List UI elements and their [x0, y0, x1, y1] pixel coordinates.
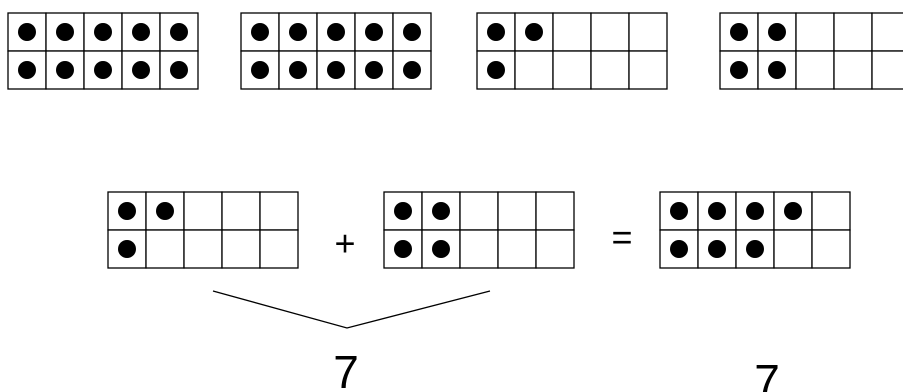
ten-frame-frame-3	[476, 12, 668, 90]
counter-dot	[289, 61, 307, 79]
counter-dot	[432, 240, 450, 258]
frame-cell	[259, 191, 299, 231]
frame-cell	[795, 50, 835, 90]
frame-cell	[221, 229, 261, 269]
counter-dot	[251, 61, 269, 79]
counter-dot	[730, 23, 748, 41]
frame-cell	[183, 229, 223, 269]
counter-dot	[18, 23, 36, 41]
frame-cell	[811, 229, 851, 269]
counter-dot	[768, 61, 786, 79]
counter-dot	[118, 240, 136, 258]
counter-dot	[784, 202, 802, 220]
counter-dot	[708, 240, 726, 258]
counter-dot	[487, 23, 505, 41]
frame-cell	[83, 50, 123, 90]
frame-cell	[628, 12, 668, 52]
equals-sign: =	[611, 217, 632, 258]
counter-dot	[56, 23, 74, 41]
counter-dot	[670, 240, 688, 258]
counter-dot	[170, 23, 188, 41]
ten-frame-frame-2	[240, 12, 432, 90]
frame-cell	[514, 50, 554, 90]
counter-dot	[289, 23, 307, 41]
frame-cell	[535, 191, 575, 231]
counter-dot	[365, 23, 383, 41]
grouping-bracket	[212, 290, 491, 329]
counter-dot	[156, 202, 174, 220]
ten-frame-addend-2	[383, 191, 575, 269]
counter-dot	[94, 61, 112, 79]
counter-dot	[327, 23, 345, 41]
counter-dot	[432, 202, 450, 220]
counter-dot	[18, 61, 36, 79]
frame-cell	[871, 12, 903, 52]
frame-cell	[735, 229, 775, 269]
counter-dot	[746, 202, 764, 220]
counter-dot	[327, 61, 345, 79]
frame-cell	[590, 50, 630, 90]
ten-frame-frame-4	[719, 12, 903, 90]
frame-cell	[773, 229, 813, 269]
frame-cell	[811, 191, 851, 231]
sum-label: 7	[333, 346, 359, 392]
counter-dot	[525, 23, 543, 41]
frame-cell	[535, 229, 575, 269]
frame-cell	[833, 50, 873, 90]
frame-cell	[795, 12, 835, 52]
counter-dot	[94, 23, 112, 41]
counter-dot	[394, 240, 412, 258]
plus-sign: +	[334, 223, 355, 264]
counter-dot	[403, 23, 421, 41]
counter-dot	[730, 61, 748, 79]
ten-frame-sum	[659, 191, 851, 269]
frame-cell	[514, 12, 554, 52]
frame-cell	[497, 191, 537, 231]
result-label: 7	[754, 355, 780, 392]
ten-frame-frame-1	[7, 12, 199, 90]
frame-cell	[628, 50, 668, 90]
counter-dot	[132, 23, 150, 41]
counter-dot	[768, 23, 786, 41]
frame-cell	[354, 12, 394, 52]
frame-cell	[871, 50, 903, 90]
ten-frame-addend-1	[107, 191, 299, 269]
frame-cell	[145, 229, 185, 269]
frame-cell	[183, 191, 223, 231]
counter-dot	[403, 61, 421, 79]
counter-dot	[56, 61, 74, 79]
counter-dot	[746, 240, 764, 258]
counter-dot	[365, 61, 383, 79]
counter-dot	[670, 202, 688, 220]
counter-dot	[487, 61, 505, 79]
frame-cell	[590, 12, 630, 52]
frame-cell	[259, 229, 299, 269]
counter-dot	[708, 202, 726, 220]
frame-cell	[221, 191, 261, 231]
counter-dot	[394, 202, 412, 220]
counter-dot	[118, 202, 136, 220]
frames-layer	[7, 12, 903, 269]
frame-cell	[459, 191, 499, 231]
frame-cell	[552, 12, 592, 52]
counter-dot	[251, 23, 269, 41]
frame-cell	[459, 229, 499, 269]
frame-cell	[552, 50, 592, 90]
frame-cell	[497, 229, 537, 269]
counter-dot	[170, 61, 188, 79]
frame-cell	[833, 12, 873, 52]
counter-dot	[132, 61, 150, 79]
